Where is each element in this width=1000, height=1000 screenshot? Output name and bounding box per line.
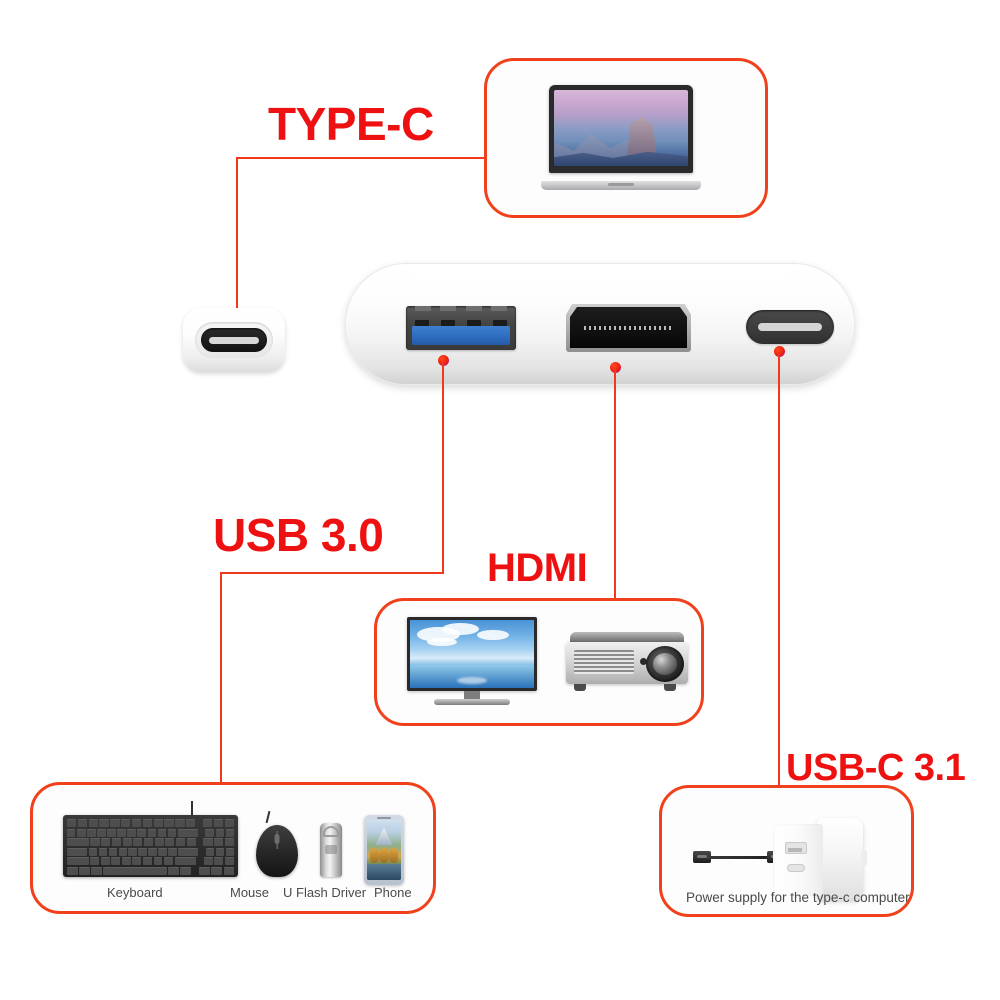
charger-usb-c-port [787,864,805,872]
projector-vents [574,650,634,674]
usb-a-top-notches [415,306,507,311]
adapter-illustration [170,255,870,395]
caption-keyboard: Keyboard [107,885,163,900]
tv-stand-neck [464,691,480,701]
projector-body [566,642,688,684]
tv-wallpaper-glint [457,677,487,684]
mouse-cable [265,810,271,824]
usb-c-tongue [758,323,822,331]
phone-wallpaper-tree [379,847,389,864]
charger-side-shell [817,818,863,900]
cable-connector-head [693,851,711,863]
phone-earpiece [377,817,391,819]
leader-line-usb30-seg1 [442,362,444,573]
flash-drive-body [320,823,342,877]
charger-cable [693,851,785,863]
label-usb-c-31: USB-C 3.1 [786,747,966,789]
caption-power-supply: Power supply for the type-c computer [686,890,910,905]
laptop-callout-box[interactable] [484,58,768,218]
phone-wallpaper-tree [388,847,399,864]
projector-top-shell [570,632,684,644]
phone-wallpaper-tree [369,847,380,864]
label-type-c: TYPE-C [268,98,434,150]
usb-a-contact-pins [415,320,507,327]
tv-screen [410,620,534,688]
tv-panel [407,617,537,691]
plug-inner-shell [195,322,273,358]
phone-illustration [364,815,404,885]
label-hdmi: HDMI [487,546,588,590]
mouse-illustration [256,810,298,877]
projector-illustration [566,632,688,694]
usb-a-blue-insert [412,326,510,345]
leader-line-type-c-horizontal [236,157,485,159]
flash-drive-loop [323,826,339,837]
laptop-trackpad-notch [608,183,634,186]
tv-wallpaper-sea [410,664,534,688]
tv-cloud [476,629,510,641]
phone-body [364,815,404,885]
wallpaper-foreground-ridge [554,151,688,166]
keyboard-keys [67,819,235,875]
phone-wallpaper-peak [375,827,393,846]
power-callout-box[interactable]: Power supply for the type-c computer [659,785,914,917]
projector-indicator [640,658,647,665]
leader-line-hdmi [614,369,616,598]
hdmi-contact-pins [584,326,673,330]
leader-dot-usb-30 [438,355,449,366]
projector-lens-ring [646,646,684,682]
charger-front-face [773,824,823,896]
projector-foot [574,684,586,691]
phone-wallpaper-lake [367,864,401,880]
tv-cloud [442,622,480,635]
type-c-male-plug [183,308,285,372]
mouse-body [256,825,298,877]
leader-line-usb30-seg2 [220,572,444,574]
usb-c-port[interactable] [746,310,834,344]
charger-prong [861,850,867,866]
laptop-screen [554,90,688,166]
leader-line-usb-c-31 [778,353,780,785]
type-c-plug-opening [201,328,267,352]
projector-foot [664,684,676,691]
laptop-illustration [541,85,701,190]
projector-lens-glass [653,653,677,675]
television-illustration [407,617,537,707]
caption-flash-drive: U Flash Driver [283,885,367,900]
leader-dot-usb-c-31 [774,346,785,357]
leader-line-usb30-seg3 [220,572,222,784]
charger-usb-a-port [785,842,807,854]
laptop-lid [549,85,693,173]
leader-dot-hdmi [610,362,621,373]
leader-line-type-c-vertical [236,157,238,333]
tv-cloud [427,637,458,646]
caption-mouse: Mouse [230,885,270,900]
keyboard-illustration [63,801,238,877]
hdmi-cavity [570,307,687,348]
usb-a-port[interactable] [406,306,516,350]
display-callout-box[interactable] [374,598,704,726]
label-usb-30: USB 3.0 [213,509,384,561]
power-adapter-illustration [773,818,867,900]
type-c-plug-tongue [209,337,259,344]
hdmi-port[interactable] [566,304,691,352]
phone-screen [367,820,401,880]
keyboard-body [63,815,238,877]
flash-drive-illustration [320,823,342,877]
laptop-base [541,181,701,190]
peripherals-callout-box[interactable]: Keyboard Mouse U Flash Driver Phone [30,782,436,914]
flash-drive-logo [325,845,337,854]
adapter-body [345,263,855,385]
mouse-scroll-wheel [274,834,280,844]
caption-phone: Phone [374,885,412,900]
tv-stand-base [434,699,510,705]
keyboard-cable [191,801,193,817]
adapter-body-highlight [368,270,832,304]
cable-wire [707,856,771,859]
